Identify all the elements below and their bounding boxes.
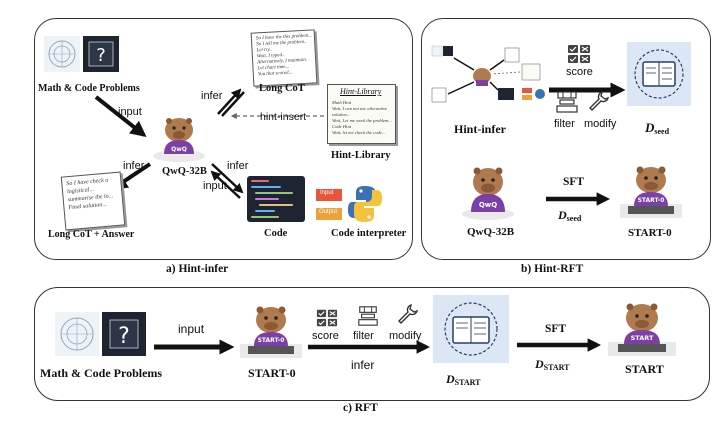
sft-label-c: SFT <box>545 323 567 335</box>
filter-label-c: filter <box>353 330 374 342</box>
filter-icon-c <box>358 306 378 326</box>
svg-text:QwQ: QwQ <box>171 146 187 153</box>
start-mascot-c: START <box>606 298 678 360</box>
qwq-mascot-b: QwQ <box>458 160 518 222</box>
score-label-c: score <box>312 330 339 342</box>
start0-mascot-b: START-0 <box>618 160 684 222</box>
svg-text:START-0: START-0 <box>638 197 665 204</box>
start-label-c: START <box>625 362 664 376</box>
capybara-icon: QwQ <box>153 118 205 162</box>
score-icon-c <box>316 309 338 327</box>
hint-infer-label: Hint-infer <box>454 122 506 136</box>
long-cot-answer-label: Long CoT + Answer <box>48 229 135 240</box>
infer-arrow-c <box>308 340 431 354</box>
infer-label-c: infer <box>351 358 375 372</box>
long-cot-document: So I have the this problem... So I tell … <box>250 29 318 87</box>
svg-text:?: ? <box>118 324 130 349</box>
long-cot-answer-document: So I have check a logistical... summaris… <box>60 171 126 231</box>
svg-text:START: START <box>631 334 654 342</box>
modify-label-c: modify <box>389 330 422 342</box>
wrench-icon <box>589 90 609 111</box>
filter-label-b: filter <box>554 118 575 130</box>
wrench-icon-c <box>398 303 418 324</box>
code-problem-icon-c: ? <box>102 312 146 356</box>
panel-a-caption: a) Hint-infer <box>166 263 229 275</box>
score-label-b: score <box>566 66 593 78</box>
hint-library-text: Math Hint Wait, I can not use alternativ… <box>332 100 392 135</box>
hint-insert-label: hint-insert <box>260 111 307 123</box>
input-label: input <box>118 106 142 118</box>
input-arrow <box>94 95 147 137</box>
long-cot-label: Long CoT <box>259 83 305 94</box>
start0-mascot-c: START-0 <box>238 302 304 362</box>
modify-label-b: modify <box>584 118 617 130</box>
qwq-label-b: QwQ-32B <box>467 226 515 238</box>
svg-text:QwQ: QwQ <box>479 201 497 209</box>
d-start-sft-label: DSTART <box>535 357 570 372</box>
d-seed-dataset <box>627 42 691 106</box>
dataset-book-icon <box>634 49 684 99</box>
output-tag: Output <box>316 208 342 220</box>
code-exchange-arrows <box>210 163 244 199</box>
code-label: Code <box>264 228 288 239</box>
math-problem-icon <box>44 36 80 72</box>
code-window <box>247 176 305 222</box>
start0-label-b: START-0 <box>628 227 672 239</box>
math-code-problems-label: Math & Code Problems <box>38 83 140 94</box>
svg-text:?: ? <box>96 45 106 66</box>
svg-text:START-0: START-0 <box>258 337 285 344</box>
d-seed-sft-label: Dseed <box>558 208 582 223</box>
sft-label-b: SFT <box>563 176 585 188</box>
code-interpreter-label: Code interpreter <box>331 228 407 239</box>
code-problem-icon: ? <box>83 36 119 72</box>
score-icon <box>568 45 590 63</box>
panel-c-caption: c) RFT <box>343 402 378 414</box>
filter-icon <box>556 91 578 113</box>
d-start-dataset <box>433 295 509 363</box>
dataset-book-icon-c <box>444 302 498 356</box>
math-problem-icon-c <box>55 312 99 356</box>
panel-b-caption: b) Hint-RFT <box>521 263 584 275</box>
infer-top-label: infer <box>201 90 223 102</box>
qwq-mascot: QwQ <box>150 112 208 164</box>
sft-arrow-c <box>517 338 602 352</box>
hint-rft-flow-arrow <box>549 82 626 98</box>
hint-library-label: Hint-Library <box>331 150 391 161</box>
qwq-label: QwQ-32B <box>162 166 207 177</box>
math-code-problems-label-c: Math & Code Problems <box>40 366 163 380</box>
infer-right-label: infer <box>227 160 249 172</box>
d-seed-label: Dseed <box>645 120 670 136</box>
input-right-label: input <box>203 180 227 192</box>
hint-library-document: Hint-Library Math Hint Wait, I can not u… <box>327 84 396 144</box>
input-label-c: input <box>178 322 205 336</box>
sft-arrow-b <box>546 192 611 206</box>
python-icon <box>348 186 382 222</box>
d-start-label: DSTART <box>446 372 481 387</box>
input-tag: Input <box>316 189 342 201</box>
start0-label-c: START-0 <box>248 366 296 380</box>
input-arrow-c <box>154 339 235 355</box>
hint-library-title: Hint-Library <box>340 87 382 96</box>
infer-left-label: infer <box>123 160 145 172</box>
hint-infer-mini-diagram <box>430 44 552 118</box>
hint-insert-arrow <box>230 113 324 119</box>
infer-top-arrow <box>217 88 245 117</box>
